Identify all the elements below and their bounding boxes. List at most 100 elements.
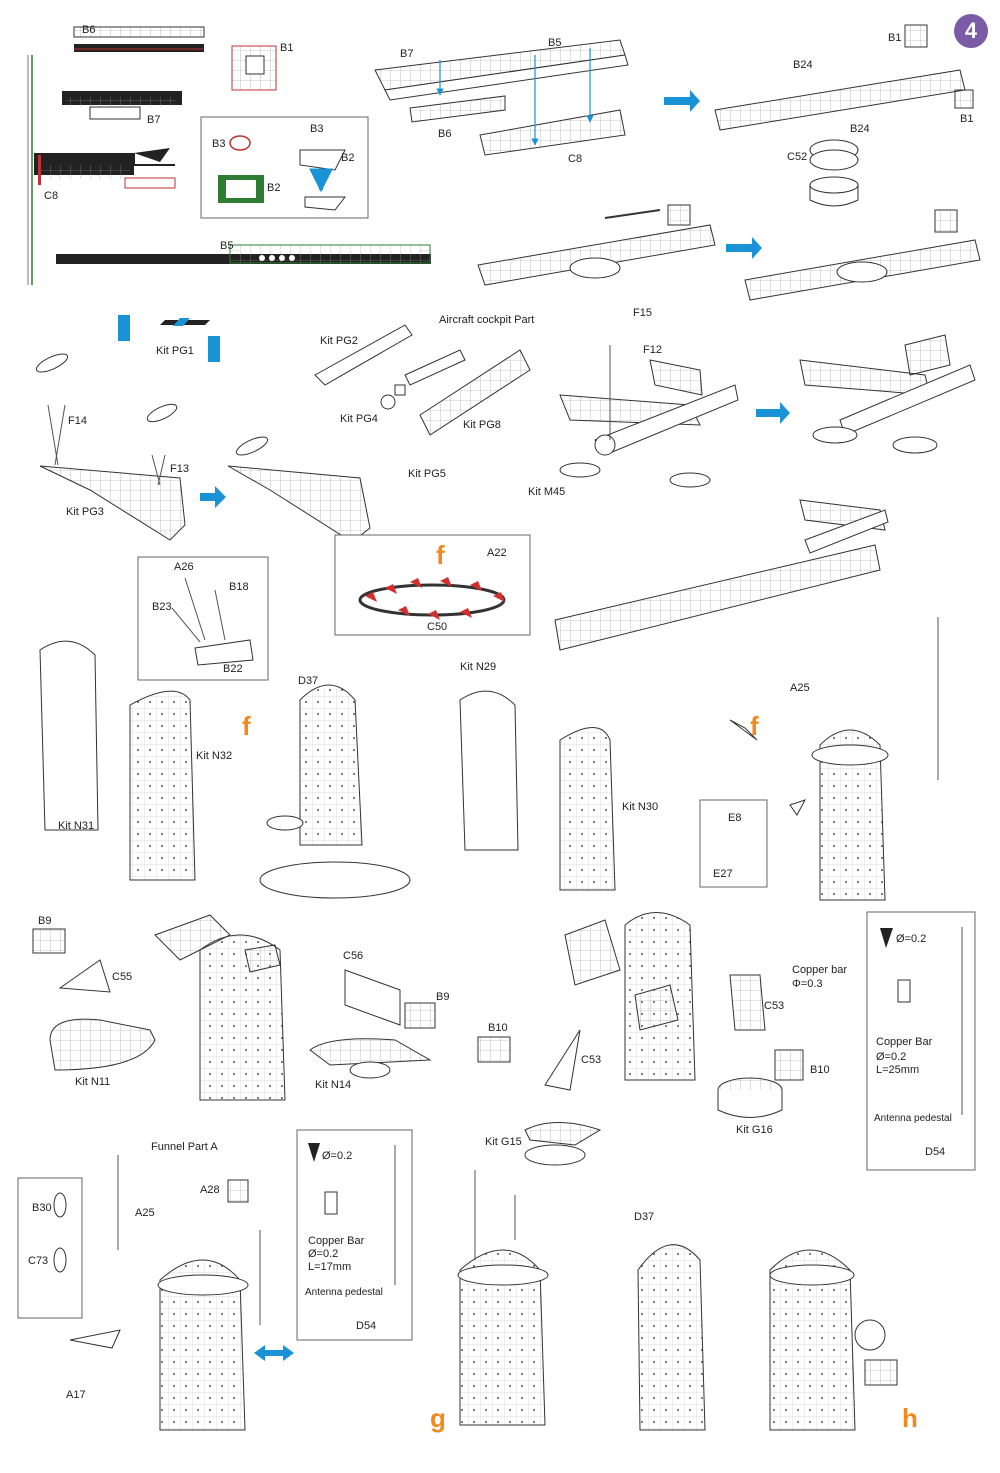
label-phi-m: Ø=0.2 — [322, 1150, 353, 1162]
label-b9-b: B9 — [436, 991, 450, 1003]
label-kit-m45: Kit M45 — [528, 486, 566, 498]
label-h: h — [902, 1403, 918, 1433]
label-a25-a: A25 — [790, 682, 810, 694]
label-a28: A28 — [200, 1184, 220, 1196]
label-c73: C73 — [28, 1255, 49, 1267]
platform-b10-c53-g15 — [477, 1029, 602, 1166]
catapult-assembly-mid-right — [744, 209, 981, 301]
label-b7-mid: B7 — [400, 48, 414, 60]
label-c55: C55 — [112, 971, 133, 983]
label-d54-m: D54 — [356, 1320, 377, 1332]
label-f-2: f — [242, 711, 251, 741]
direction-arrow-1 — [664, 90, 700, 112]
copper-bar-inset-right — [866, 911, 976, 1171]
label-kit-pg5: Kit PG5 — [408, 468, 446, 480]
c50-inset — [334, 534, 531, 636]
label-kit-n32: Kit N32 — [196, 750, 233, 762]
label-b18: B18 — [229, 581, 249, 593]
label-f-1: f — [436, 540, 445, 570]
label-antenna-r: Antenna pedestal — [874, 1113, 952, 1124]
label-c53-b: C53 — [764, 1000, 785, 1012]
label-b1-top: B1 — [280, 42, 294, 54]
fuselage-parts — [314, 324, 531, 436]
label-b10-b: B10 — [810, 1064, 830, 1076]
label-kit-n30: Kit N30 — [622, 801, 659, 813]
label-b7-left: B7 — [147, 114, 161, 126]
label-kit-n11: Kit N11 — [75, 1076, 111, 1088]
funnel-n31-n32 — [39, 640, 196, 881]
b2-b3-inset-box — [200, 116, 369, 219]
label-aircraft-cockpit: Aircraft cockpit Part — [439, 314, 535, 326]
label-b9-a: B9 — [38, 915, 52, 927]
label-f12: F12 — [643, 344, 662, 356]
b22-inset — [137, 556, 269, 681]
label-c50: C50 — [427, 621, 448, 633]
wing-assembly — [35, 315, 371, 543]
funnel-platform-mid — [154, 914, 286, 1101]
funnel-stage-g — [457, 1170, 549, 1426]
label-b10-a: B10 — [488, 1022, 508, 1034]
label-c8-left: C8 — [44, 190, 59, 202]
copper-bar-inset-mid — [296, 1129, 413, 1341]
e8-e27-inset — [699, 719, 807, 888]
label-g: g — [430, 1403, 446, 1433]
funnel-d37-stage — [259, 684, 411, 899]
label-e8: E8 — [728, 812, 742, 824]
label-phi-r: Ø=0.2 — [896, 933, 927, 945]
double-arrow — [254, 1345, 294, 1361]
label-kit-g15: Kit G15 — [485, 1136, 522, 1148]
label-b6-mid: B6 — [438, 128, 452, 140]
label-kit-n31: Kit N31 — [58, 820, 95, 832]
label-f14: F14 — [68, 415, 87, 427]
label-f15: F15 — [633, 307, 652, 319]
b2-b3-inset — [218, 135, 347, 211]
catapult-assembly-right — [714, 24, 974, 207]
label-c53-a: C53 — [581, 1054, 602, 1066]
direction-arrow-2 — [726, 237, 762, 259]
label-copper-bar-top: Copper bar — [792, 964, 848, 976]
label-e27: E27 — [713, 868, 733, 880]
label-a25-b: A25 — [135, 1207, 155, 1219]
label-b2-b: B2 — [267, 182, 281, 194]
funnel-n29-n30 — [459, 690, 616, 891]
label-copper-bar-r: Copper Bar — [876, 1036, 933, 1048]
label-b24-b: B24 — [850, 123, 870, 135]
funnel-a25-stage — [811, 617, 939, 901]
aircraft-complete — [799, 334, 976, 454]
label-b5-left: B5 — [220, 240, 234, 252]
label-d37-b: D37 — [634, 1211, 655, 1223]
label-phi-r2: Ø=0.2 — [876, 1051, 907, 1063]
label-kit-n29: Kit N29 — [460, 661, 497, 673]
label-b3-a: B3 — [212, 138, 226, 150]
label-b1-r1: B1 — [888, 32, 902, 44]
direction-arrow-3 — [200, 486, 226, 508]
direction-arrow-4 — [756, 402, 790, 424]
funnel-platform-right — [564, 912, 696, 1081]
aircraft-mid — [559, 345, 739, 488]
label-copper-bar-m: Copper Bar — [308, 1235, 365, 1247]
label-len-m: L=17mm — [308, 1261, 352, 1273]
label-len-r: L=25mm — [876, 1064, 920, 1076]
label-f13: F13 — [170, 463, 189, 475]
label-c8-mid: C8 — [568, 153, 583, 165]
label-kit-pg8: Kit PG8 — [463, 419, 501, 431]
platform-c56-b9-n14 — [309, 969, 436, 1079]
platform-b9-c55-n11 — [32, 928, 156, 1071]
catapult-assembly-top — [374, 39, 629, 156]
label-d37-a: D37 — [298, 675, 319, 687]
step-number-badge: 4 — [954, 14, 988, 48]
label-b22: B22 — [223, 663, 243, 675]
label-c52: C52 — [787, 151, 808, 163]
label-b23: B23 — [152, 601, 172, 613]
label-kit-pg1: Kit PG1 — [156, 345, 194, 357]
label-b24-a: B24 — [793, 59, 813, 71]
funnel-stage-d37 — [637, 1244, 706, 1431]
label-a26: A26 — [174, 561, 194, 573]
label-b1-r2: B1 — [960, 113, 974, 125]
catapult-with-aircraft — [554, 499, 889, 651]
label-antenna-m: Antenna pedestal — [305, 1287, 383, 1298]
label-a22: A22 — [487, 547, 507, 559]
label-phi-m2: Ø=0.2 — [308, 1248, 339, 1260]
funnel-final-assembly — [69, 1155, 261, 1431]
